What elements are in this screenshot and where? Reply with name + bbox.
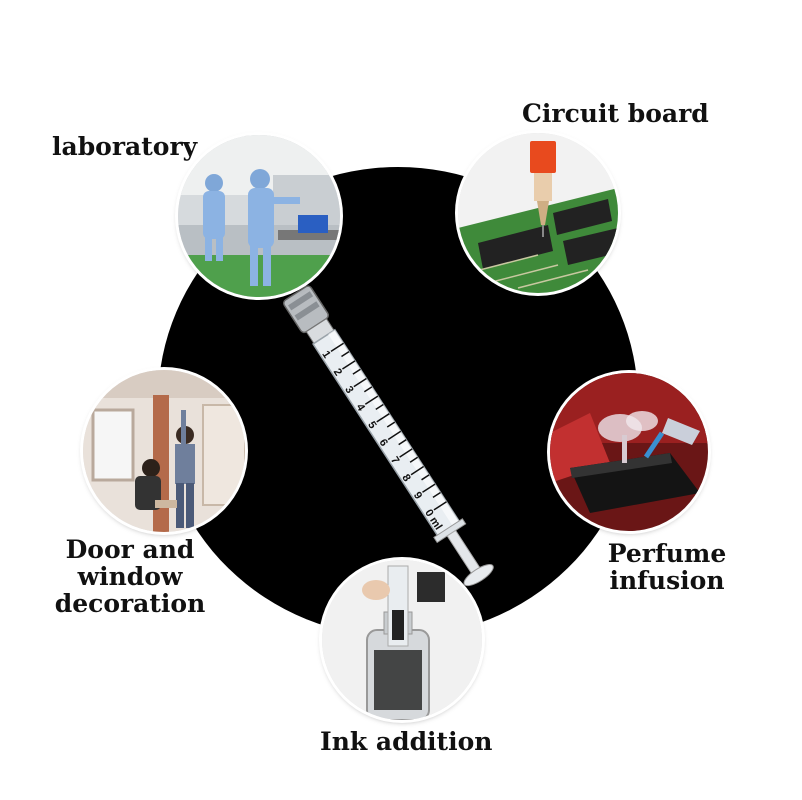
circuit-board-photo	[458, 133, 618, 293]
perfume-label: Perfume infusion	[598, 540, 736, 594]
scale-mark: 5	[365, 419, 378, 431]
ink-photo	[322, 560, 482, 720]
scale-unit: ml	[427, 515, 444, 532]
scale-mark: 0	[422, 507, 435, 519]
door-window-photo	[83, 370, 245, 532]
syringe-image: 1 2 3 4 5 6 7 8 9 0 ml	[283, 285, 494, 587]
door-window-label-line2: window	[77, 562, 183, 591]
perfume-label-line1: Perfume	[607, 539, 727, 568]
door-window-label-line3: decoration	[54, 589, 206, 618]
scale-mark: 3	[342, 384, 355, 396]
circuit-board-label: Circuit board	[522, 99, 709, 128]
scale-mark: 1	[319, 349, 332, 361]
ink-label: Ink addition	[320, 727, 493, 756]
scale-mark: 6	[376, 437, 389, 449]
perfume-label-line2: infusion	[609, 566, 725, 595]
scale-mark: 9	[411, 490, 424, 502]
laboratory-label: laboratory	[52, 132, 198, 161]
door-window-label-line1: Door and	[65, 535, 195, 564]
scale-mark: 8	[399, 472, 412, 484]
perfume-photo	[550, 373, 708, 531]
door-window-label: Door and window decoration	[50, 536, 210, 617]
scale-mark: 7	[388, 455, 401, 467]
laboratory-photo	[178, 135, 340, 297]
scale-mark: 2	[331, 367, 344, 379]
